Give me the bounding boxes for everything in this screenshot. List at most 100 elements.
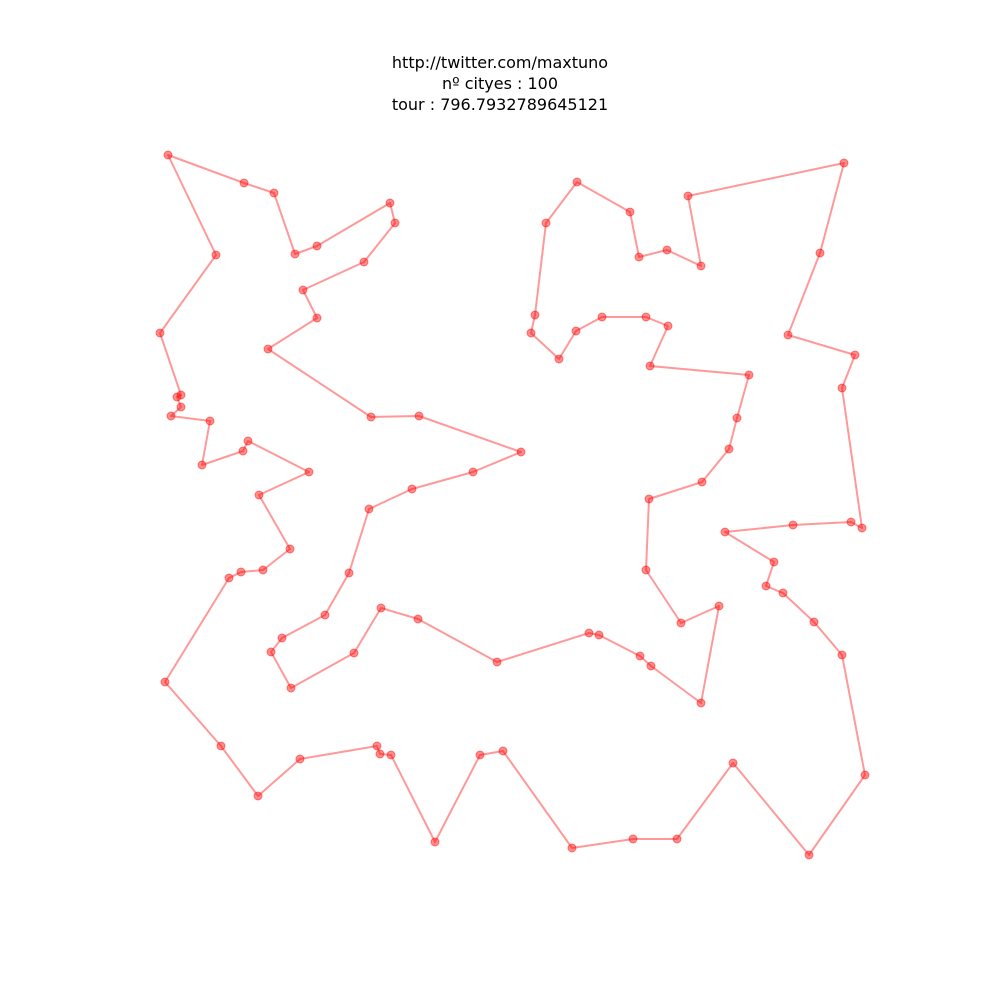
city-point [172,392,182,402]
city-point [390,218,400,228]
city-point [258,565,268,575]
city-point [594,630,604,640]
city-point [269,188,279,198]
city-point [239,178,249,188]
city-point [761,581,771,591]
tour-path [159,154,866,856]
city-point [645,361,655,371]
city-point [663,321,673,331]
city-point [809,617,819,627]
city-point [839,158,849,168]
city-point [628,834,638,844]
city-point [414,411,424,421]
city-point [197,460,207,470]
city-point [176,390,186,400]
city-point [860,770,870,780]
city-point [163,150,173,160]
city-point [430,837,440,847]
city-point [372,741,382,751]
city-point [783,330,793,340]
city-point [837,650,847,660]
city-point [475,750,485,760]
city-point [312,313,322,323]
city-point [375,749,385,759]
city-point [386,750,396,760]
city-point [530,310,540,320]
city-point [732,413,742,423]
city-point [385,198,395,208]
city-point [295,754,305,764]
title-line-3: tour : 796.7932789645121 [391,95,609,114]
city-point [696,698,706,708]
city-point [492,657,502,667]
city-point [468,467,478,477]
city-point [376,603,386,613]
city-point [166,411,176,421]
city-point [413,614,423,624]
city-point [788,520,798,530]
city-point [644,494,654,504]
city-point [298,285,308,295]
city-point [236,567,246,577]
city-point [804,850,814,860]
city-point [634,252,644,262]
city-point [720,527,730,537]
city-point [625,207,635,217]
city-point [243,436,253,446]
city-point [304,467,314,477]
city-point [312,241,322,251]
city-point [635,651,645,661]
city-point [516,447,526,457]
city-point [554,354,564,364]
city-point [850,350,860,360]
title-line-1: http://twitter.com/maxtuno [391,53,609,72]
city-point [597,312,607,322]
city-point [696,261,706,271]
city-point [572,177,582,187]
city-point [683,191,693,201]
chart-title: http://twitter.com/maxtuno nº cityes : 1… [0,52,1000,115]
city-point [290,249,300,259]
city-point [238,446,248,456]
city-point [253,791,263,801]
city-point [744,370,754,380]
city-point [205,416,215,426]
city-point [846,517,856,527]
city-point [567,843,577,853]
city-point [344,568,354,578]
city-point [366,412,376,422]
city-point [676,618,686,628]
title-line-2: nº cityes : 100 [441,74,559,93]
city-point [160,677,170,687]
city-point [224,573,234,583]
city-point [646,661,656,671]
city-point [641,312,651,322]
city-point [176,402,186,412]
city-point [778,588,788,598]
city-point [263,344,273,354]
city-point [364,504,374,514]
city-point [407,484,417,494]
city-point [286,683,296,693]
city-point [672,834,682,844]
city-point [714,601,724,611]
city-point [815,248,825,258]
city-point [724,444,734,454]
city-point [769,557,779,567]
city-point [584,628,594,638]
city-point [526,328,536,338]
city-point [697,477,707,487]
city-point [662,245,672,255]
city-point [254,490,264,500]
city-point [498,746,508,756]
city-point [359,257,369,267]
city-point [211,250,221,260]
city-point [641,565,651,575]
city-point [285,544,295,554]
city-point [541,218,551,228]
city-point [349,648,359,658]
city-point [266,647,276,657]
city-point [571,326,581,336]
city-point [728,758,738,768]
